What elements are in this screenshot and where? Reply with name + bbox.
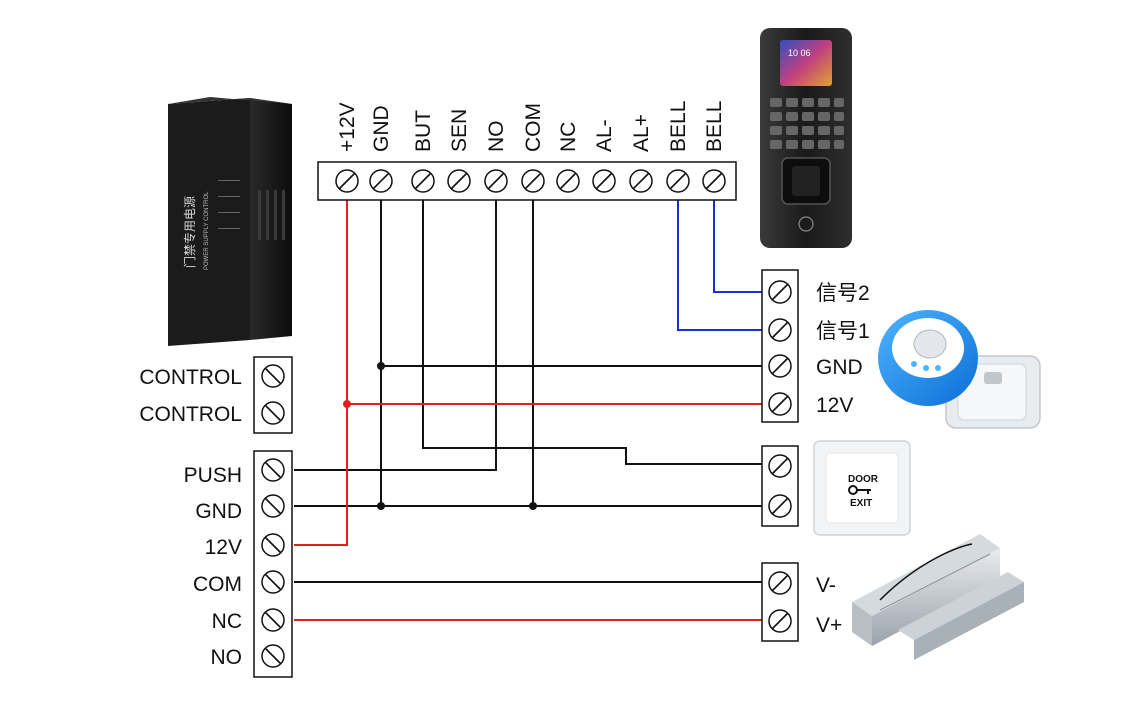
terminal-screw-icon	[521, 169, 545, 193]
doorbell-label-gnd: GND	[816, 356, 863, 379]
top-terminal-label-5: NO	[485, 121, 508, 153]
psu-device-subtext: POWER SUPPLY CONTROL	[204, 191, 210, 270]
top-terminal-label-3: BUT	[412, 110, 435, 152]
psu-output-label-gnd: GND	[195, 500, 242, 523]
terminal-screw-icon	[261, 364, 285, 388]
terminal-screw-icon	[768, 392, 792, 416]
terminal-screw-icon	[768, 494, 792, 518]
terminal-screw-icon	[702, 169, 726, 193]
top-terminal-label-1: +12V	[336, 102, 359, 152]
terminal-screw-icon	[261, 458, 285, 482]
exit-button-line1: DOOR	[848, 474, 879, 485]
power-supply-device: 门禁专用电源 POWER SUPPLY CONTROL	[168, 97, 292, 346]
exit-button-line2: EXIT	[850, 498, 872, 509]
red-wires	[294, 183, 764, 621]
terminal-screw-icon	[629, 169, 653, 193]
terminal-screw-icon	[768, 318, 792, 342]
psu-control-terminal-block: CONTROL CONTROL	[139, 356, 293, 434]
psu-output-label-com: COM	[193, 573, 242, 596]
terminal-screw-icon	[411, 169, 435, 193]
key-icon	[848, 485, 871, 495]
terminal-screw-icon	[447, 169, 471, 193]
terminal-screw-icon	[768, 280, 792, 304]
terminal-screw-icon	[335, 169, 359, 193]
terminal-screw-icon	[768, 571, 792, 595]
top-terminal-label-2: GND	[370, 105, 393, 152]
blue-wires	[677, 183, 764, 331]
psu-control-label-1: CONTROL	[139, 366, 242, 389]
terminal-screw-icon	[768, 354, 792, 378]
psu-device-text: 门禁专用电源	[182, 196, 197, 268]
top-terminal-label-4: SEN	[448, 109, 471, 152]
terminal-screw-icon	[261, 494, 285, 518]
terminal-screw-icon	[261, 533, 285, 557]
terminal-screw-icon	[261, 570, 285, 594]
maglock-label-v-minus: V-	[816, 574, 836, 597]
fingerprint-reader-device: 10 06	[760, 28, 852, 248]
doorbell-device	[878, 310, 1041, 429]
psu-control-label-2: CONTROL	[139, 403, 242, 426]
top-terminal-label-8: AL-	[593, 119, 616, 152]
black-wires	[294, 183, 764, 583]
terminal-screw-icon	[768, 609, 792, 633]
doorbell-label-12v: 12V	[816, 394, 853, 417]
terminal-screw-icon	[369, 169, 393, 193]
psu-output-terminal-block: PUSH GND 12V COM NC NO	[184, 450, 293, 678]
doorbell-label-signal1: 信号1	[816, 320, 870, 343]
terminal-screw-icon	[592, 169, 616, 193]
top-terminal-label-7: NC	[557, 122, 580, 152]
terminal-screw-icon	[666, 169, 690, 193]
terminal-screw-icon	[768, 454, 792, 478]
exit-button-terminal-block	[761, 445, 799, 527]
top-terminal-label-9: AL+	[630, 114, 653, 152]
top-terminal-strip: +12V GND BUT SEN NO COM NC AL- AL+ BELL BELL	[317, 101, 737, 201]
terminal-screw-icon	[261, 401, 285, 425]
doorbell-terminal-block: 信号2 信号1 GND 12V	[761, 269, 870, 423]
top-terminal-label-6: COM	[522, 103, 545, 152]
terminal-screw-icon	[556, 169, 580, 193]
terminal-screw-icon	[261, 608, 285, 632]
doorbell-label-signal2: 信号2	[816, 282, 870, 305]
psu-output-label-nc: NC	[212, 610, 242, 633]
maglock-terminal-block: V- V+	[761, 562, 842, 642]
psu-output-label-push: PUSH	[184, 464, 242, 487]
top-terminal-label-11: BELL	[703, 101, 726, 152]
psu-output-label-no: NO	[211, 646, 243, 669]
magnetic-lock-device	[852, 534, 1024, 660]
reader-screen-time: 10 06	[788, 48, 811, 58]
maglock-label-v-plus: V+	[816, 614, 842, 637]
top-terminal-label-10: BELL	[667, 101, 690, 152]
psu-output-label-12v: 12V	[205, 536, 242, 559]
terminal-screw-icon	[261, 644, 285, 668]
terminal-screw-icon	[484, 169, 508, 193]
exit-button-device: DOOR EXIT	[813, 440, 911, 536]
